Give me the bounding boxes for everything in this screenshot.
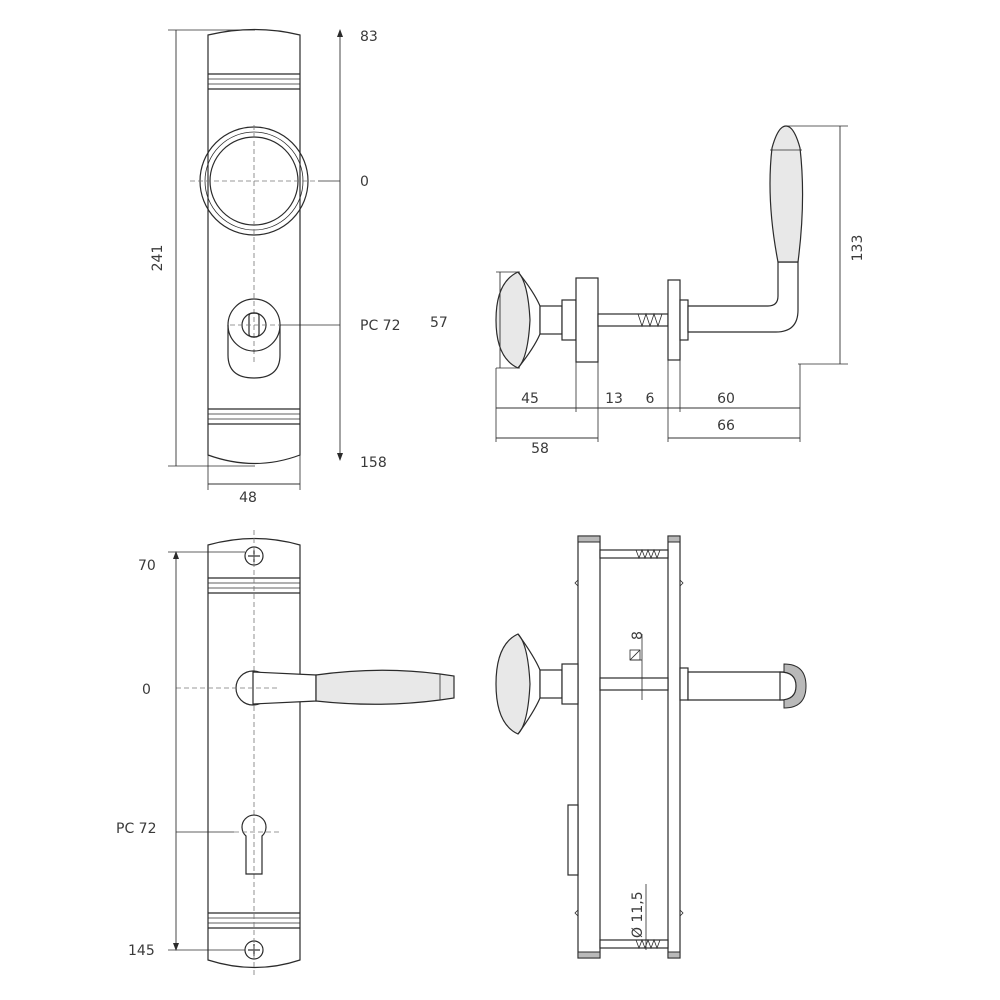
dim-height: 241 <box>150 245 166 272</box>
dim-lever-total: 66 <box>717 418 735 434</box>
bottom-side-view: 8 Ø 11,5 <box>495 535 807 959</box>
dim-cylinder: PC 72 <box>360 318 400 334</box>
dim-bottom: 158 <box>360 455 387 471</box>
cam-block <box>567 804 579 876</box>
dim-top-2: 70 <box>138 558 156 574</box>
lever-side <box>667 125 804 361</box>
dim-cylinder-2: PC 72 <box>116 821 156 837</box>
top-front-view: 83 0 PC 72 158 241 48 <box>150 28 400 506</box>
dim-bottom-2: 145 <box>128 943 155 959</box>
spindle-2 <box>599 677 669 691</box>
bottom-ribs <box>208 408 300 425</box>
top-side-view: 57 133 45 13 6 60 58 66 <box>430 125 866 457</box>
dim-handle-height: 133 <box>850 235 866 262</box>
screws-through <box>599 548 669 950</box>
spindle-dimension: 8 <box>629 631 646 700</box>
outer-plate <box>667 535 684 959</box>
top-ribs <box>208 73 300 90</box>
lever-side-2 <box>679 663 807 709</box>
dim-spindle: 8 <box>630 631 646 640</box>
lever-front <box>235 669 455 706</box>
spindle <box>597 312 669 328</box>
dim-knob-height: 57 <box>430 315 448 331</box>
knob-side <box>495 271 599 369</box>
backplate-outline-2 <box>207 537 301 969</box>
dim-top: 83 <box>360 29 378 45</box>
dim-center: 0 <box>360 174 369 190</box>
cylinder-hole <box>241 814 267 875</box>
dim-center-2: 0 <box>142 682 151 698</box>
screw-dimension: Ø 11,5 <box>630 884 647 950</box>
dim-screw: Ø 11,5 <box>630 891 646 938</box>
inner-plate <box>574 535 601 959</box>
knob-side-2 <box>495 633 579 735</box>
dim-plate: 6 <box>646 391 655 407</box>
dim-knob-depth: 45 <box>521 391 539 407</box>
bottom-front-view: 70 0 PC 72 145 <box>116 530 455 975</box>
dim-knob-total: 58 <box>531 441 549 457</box>
dim-width: 48 <box>239 490 257 506</box>
dim-rosette: 13 <box>605 391 623 407</box>
dim-lever-reach: 60 <box>717 391 735 407</box>
